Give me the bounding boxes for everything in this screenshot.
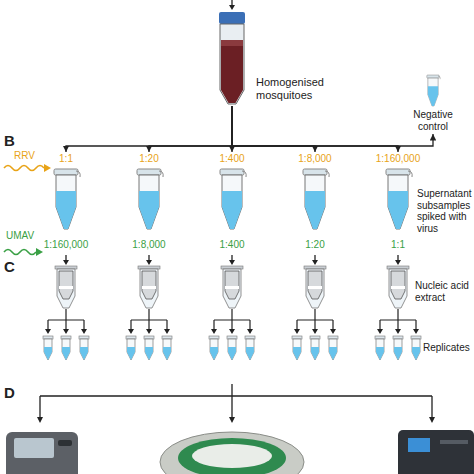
virus-label: RRV: [14, 150, 44, 162]
rrv-ratio: 1:400: [194, 153, 270, 165]
eppendorf-tube: [300, 167, 330, 233]
control-tube: Negative control: [398, 74, 468, 134]
rrv-ratio: 1:20: [111, 153, 187, 165]
extract-group: [292, 255, 338, 360]
step-label: Nucleic acid extract: [415, 280, 474, 303]
tube-label: Homogenised mosquitoes: [256, 76, 340, 101]
spiked-tube: 1:1 1:160,000: [28, 152, 104, 254]
arrow-head: [229, 5, 235, 10]
distribution-lines: [40, 384, 432, 418]
extract-group: [209, 255, 255, 360]
benchtop-device: [160, 432, 304, 474]
arrow-head: [37, 417, 435, 423]
flow-arrow: [232, 106, 433, 146]
flow-arrow: [232, 106, 398, 152]
flow-arrow: [66, 106, 232, 152]
arrow-head: [44, 164, 51, 172]
umav-ratio: 1:400: [194, 239, 270, 251]
eppendorf-tube: [383, 167, 413, 233]
umav-ratio: 1:1: [360, 239, 436, 251]
arrow-head: [36, 248, 43, 256]
falcon-tube: [216, 10, 248, 106]
umav-wave: [4, 250, 36, 255]
step-label: Supernatant subsamples spiked with virus: [417, 188, 474, 234]
panel-letter: C: [4, 258, 24, 275]
eppendorf-tube: [134, 167, 164, 233]
spiked-tube: 1:8,000 1:20: [277, 152, 353, 254]
step-label: Replicates: [423, 342, 474, 354]
portable-sequencer: [6, 432, 78, 474]
flow-arrow: [232, 106, 315, 152]
sample-tube: Homogenised mosquitoes: [216, 10, 376, 106]
extract-group: [126, 255, 172, 360]
extract-group: [375, 255, 421, 360]
spiked-tube: 1:400 1:400: [194, 152, 270, 254]
rrv-ratio: 1:160,000: [360, 153, 436, 165]
umav-ratio: 1:160,000: [28, 239, 104, 251]
panel-letter: D: [4, 384, 24, 401]
flow-arrow: [231, 106, 232, 152]
eppendorf-tube: [217, 167, 247, 233]
qpcr-machine: [398, 430, 474, 474]
rrv-ratio: 1:1: [28, 153, 104, 165]
eppendorf-tube: [51, 167, 81, 233]
eppendorf-tube: [425, 74, 441, 108]
flow-arrow: [149, 106, 232, 152]
umav-ratio: 1:8,000: [111, 239, 187, 251]
spiked-tube: 1:20 1:8,000: [111, 152, 187, 254]
umav-ratio: 1:20: [277, 239, 353, 251]
panel-letter: B: [4, 132, 24, 149]
tube-label: Negative control: [398, 109, 468, 132]
rrv-wave: [4, 166, 44, 171]
extract-group: [43, 255, 89, 360]
virus-label: UMAV: [6, 230, 42, 242]
rrv-ratio: 1:8,000: [277, 153, 353, 165]
